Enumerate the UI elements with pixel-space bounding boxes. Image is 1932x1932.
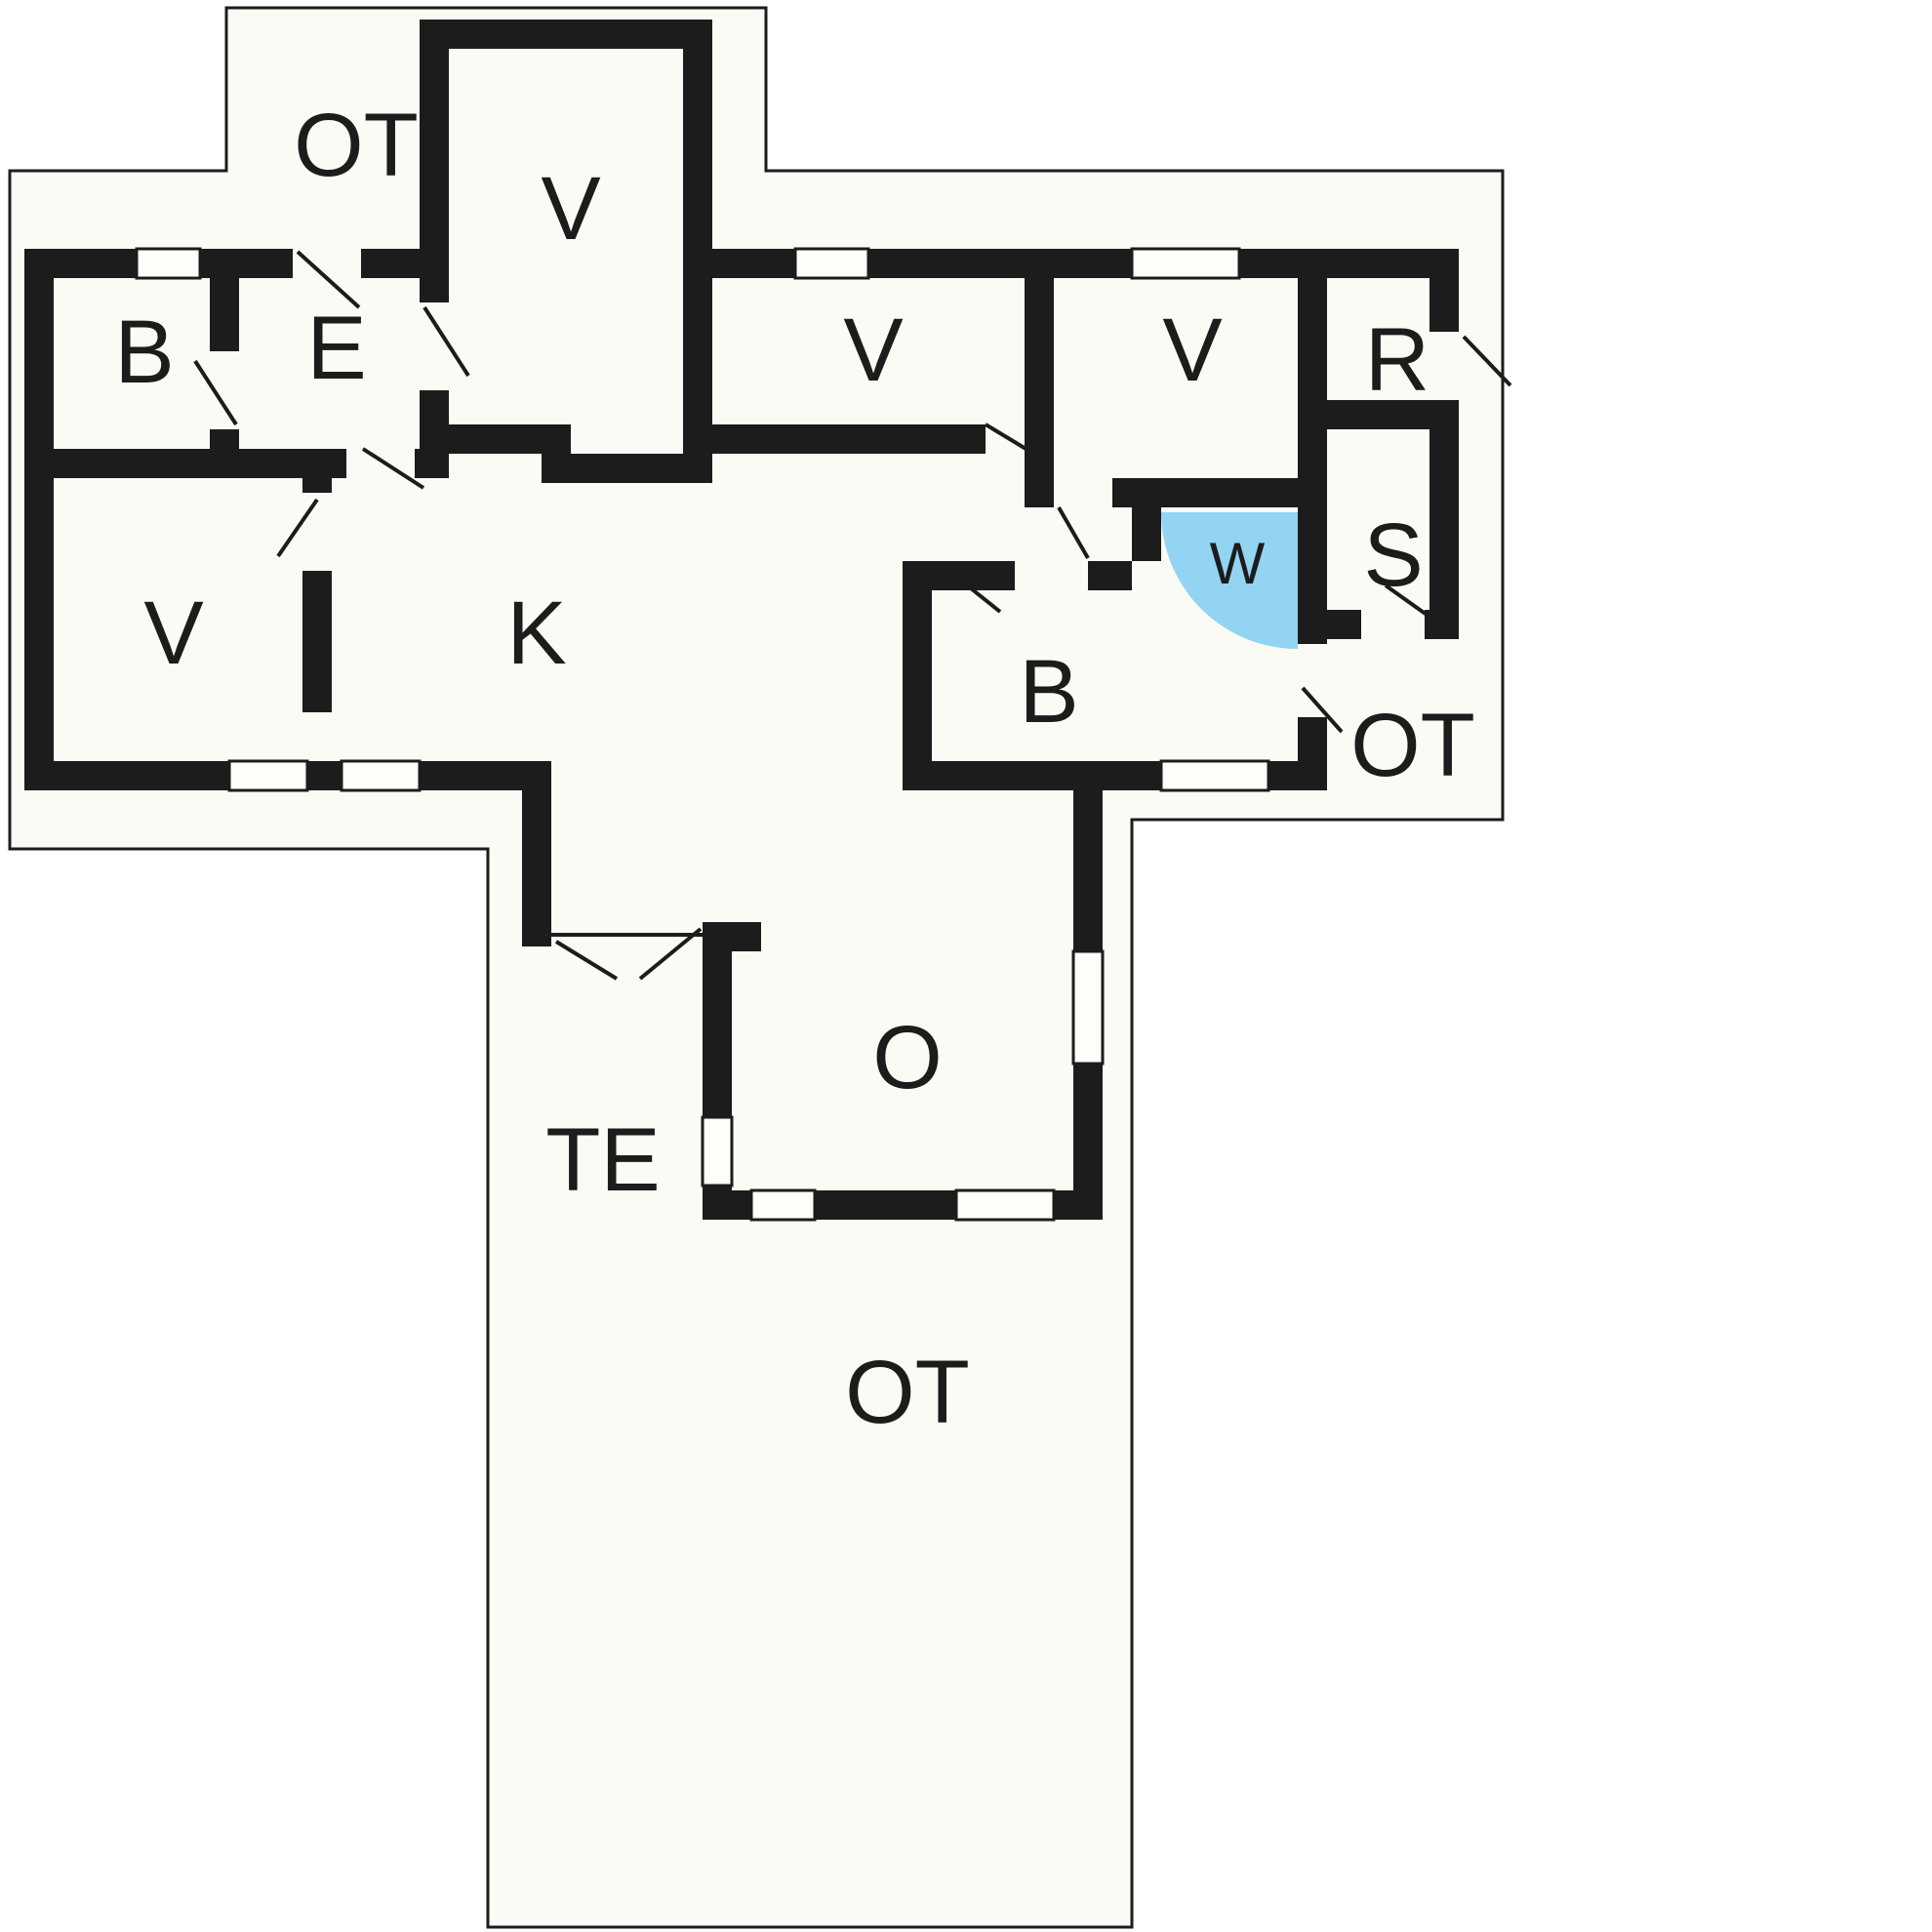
- wall-segment: [1132, 507, 1161, 561]
- wall-segment: [1429, 249, 1459, 332]
- walls: [24, 20, 1459, 1220]
- wall-segment: [522, 761, 551, 946]
- shower-door-swing: [1161, 512, 1298, 649]
- door-swing: [193, 359, 238, 426]
- wall-segment: [1239, 249, 1459, 278]
- wall-segment: [1298, 278, 1327, 644]
- room-label-b-right: B: [1019, 642, 1078, 742]
- room-labels: OT V B E V V R V K W S B OT TE O OT: [114, 96, 1475, 1442]
- door-swing: [423, 305, 470, 378]
- room-label-o: O: [872, 1008, 943, 1107]
- door-swing: [1384, 584, 1431, 619]
- room-label-b-left: B: [114, 302, 174, 402]
- window: [701, 1115, 734, 1187]
- wall-segment: [24, 761, 229, 790]
- wall-segment: [210, 278, 239, 351]
- wall-segment: [571, 454, 712, 483]
- wall-segment: [1073, 1064, 1103, 1220]
- wall-segment: [1025, 278, 1054, 507]
- wall-segment: [815, 1190, 956, 1220]
- window: [954, 1188, 1056, 1222]
- window: [793, 247, 870, 280]
- window: [135, 247, 202, 280]
- room-label-ot-right: OT: [1350, 696, 1475, 795]
- room-label-v1: V: [843, 301, 903, 400]
- door-swing: [276, 498, 319, 558]
- door-swing: [1462, 335, 1512, 387]
- wall-segment: [307, 761, 342, 790]
- door-swing: [638, 927, 703, 981]
- wall-segment: [420, 20, 712, 49]
- wall-segment: [1327, 610, 1361, 639]
- room-label-ot-bottom: OT: [845, 1343, 970, 1442]
- room-label-v2: V: [1162, 301, 1222, 400]
- wall-segment: [415, 449, 449, 478]
- wall-segment: [1112, 478, 1308, 507]
- wall-segment: [868, 249, 1132, 278]
- wall-segment: [420, 390, 449, 454]
- window: [749, 1188, 817, 1222]
- door-swing: [959, 579, 1002, 614]
- wall-segment: [703, 1190, 751, 1220]
- wall-segment: [302, 478, 332, 493]
- wall-segment: [542, 424, 571, 483]
- wall-segment: [1429, 400, 1459, 639]
- wall-segment: [1088, 561, 1132, 590]
- wall-segment: [200, 249, 293, 278]
- window: [1071, 949, 1105, 1066]
- wall-segment: [712, 249, 795, 278]
- room-label-e: E: [306, 299, 366, 398]
- window: [340, 759, 422, 792]
- room-label-te: TE: [545, 1110, 661, 1210]
- door-swing: [554, 940, 619, 981]
- room-label-v-top: V: [541, 159, 600, 259]
- room-label-r: R: [1365, 310, 1429, 410]
- wall-segment: [302, 571, 332, 712]
- room-label-w: W: [1210, 531, 1266, 596]
- room-label-s: S: [1363, 505, 1423, 605]
- room-label-k: K: [506, 584, 566, 683]
- wall-segment: [420, 20, 449, 302]
- door-swing: [1057, 506, 1090, 559]
- windows: [135, 247, 1270, 1222]
- wall-segment: [1073, 790, 1103, 951]
- window: [227, 759, 309, 792]
- wall-segment: [903, 761, 1161, 790]
- wall-segment: [683, 20, 712, 454]
- door-swing: [984, 423, 1044, 461]
- door-swing: [296, 250, 361, 309]
- wall-segment: [361, 249, 420, 278]
- window: [1159, 759, 1270, 792]
- wall-segment: [903, 561, 932, 790]
- wall-segment: [1268, 761, 1327, 790]
- doors: [193, 250, 1512, 981]
- wall-segment: [703, 922, 732, 1117]
- wall-segment: [24, 449, 346, 478]
- room-label-ot-top: OT: [294, 96, 419, 195]
- wall-segment: [24, 249, 54, 790]
- door-swing: [361, 447, 425, 490]
- window: [1130, 247, 1241, 280]
- door-swing: [1301, 686, 1344, 734]
- room-label-v-left: V: [143, 584, 203, 683]
- wall-segment: [712, 424, 986, 454]
